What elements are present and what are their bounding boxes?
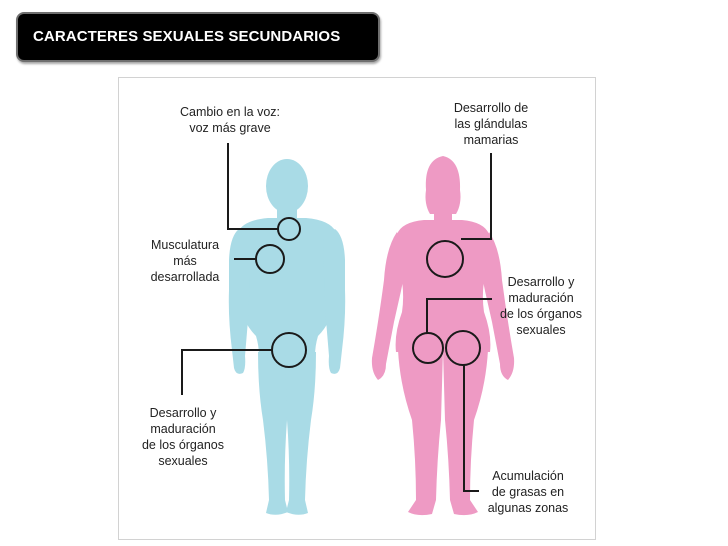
female-right-arm [479,232,515,380]
female-right-leg [443,350,488,516]
male-right-arm [323,229,346,374]
slide-title-banner: CARACTERES SEXUALES SECUNDARIOS [16,12,380,62]
slide-title: CARACTERES SEXUALES SECUNDARIOS [33,28,341,45]
label-musculature: Musculatura más desarrollada [150,238,220,284]
label-male-organs: Desarrollo y maduración de los órganos s… [141,406,224,468]
female-torso [395,220,491,352]
male-voice-connector [227,143,279,230]
male-muscle-circle [255,244,285,274]
male-left-arm [228,229,251,374]
male-left-leg [258,352,289,515]
female-hair-head [425,156,461,214]
male-right-leg [285,352,316,515]
male-body [228,159,346,515]
label-fat-accumulation: Acumulación de grasas en algunas zonas [487,469,569,515]
female-glands-circle [426,240,464,278]
label-voice-change: Cambio en la voz: voz más grave [179,105,281,135]
male-head [266,159,308,213]
female-left-arm [371,232,407,380]
male-organs-connector [181,349,272,395]
female-left-leg [398,350,443,516]
male-torso [238,218,336,356]
female-fat-connector [463,365,479,492]
male-voice-circle [277,217,301,241]
label-female-organs: Desarrollo y maduración de los órganos s… [499,275,582,337]
label-mammary-glands: Desarrollo de las glándulas mamarias [453,101,529,147]
female-body [371,156,515,516]
female-organs-connector [426,298,492,333]
diagram-frame [118,77,596,540]
female-organs-circle-left [412,332,444,364]
male-organs-circle [271,332,307,368]
female-glands-connector [461,153,492,240]
